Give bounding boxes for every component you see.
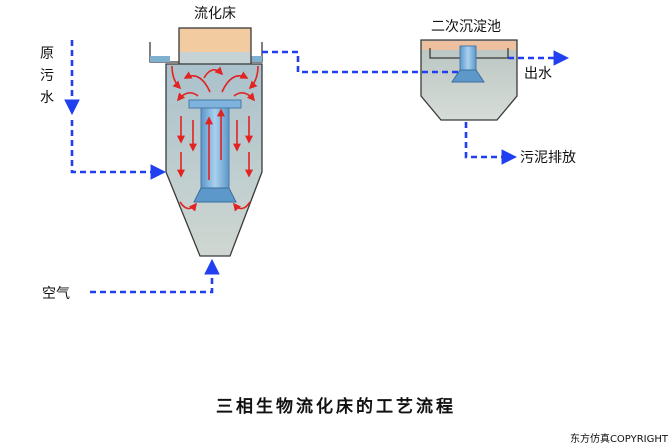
- air-label: 空气: [42, 286, 70, 302]
- fluidized-bed-label: 流化床: [194, 6, 236, 22]
- raw-sewage-label-3: 水: [40, 90, 54, 106]
- effluent-label: 出水: [524, 66, 552, 82]
- copyright-watermark: 东方仿真COPYRIGHT: [570, 432, 669, 445]
- secondary-clarifier-label: 二次沉淀池: [431, 19, 501, 35]
- raw-sewage-label-1: 原: [40, 46, 54, 62]
- diagram-title: 三相生物流化床的工艺流程: [216, 396, 456, 417]
- raw-sewage-label-2: 污: [40, 68, 54, 84]
- circulation-flow-arrows: [171, 65, 259, 212]
- pipelines: [64, 40, 570, 294]
- sludge-discharge-label: 污泥排放: [520, 150, 576, 166]
- fluidized-bed-reactor: [149, 27, 263, 257]
- secondary-clarifier: [420, 39, 518, 121]
